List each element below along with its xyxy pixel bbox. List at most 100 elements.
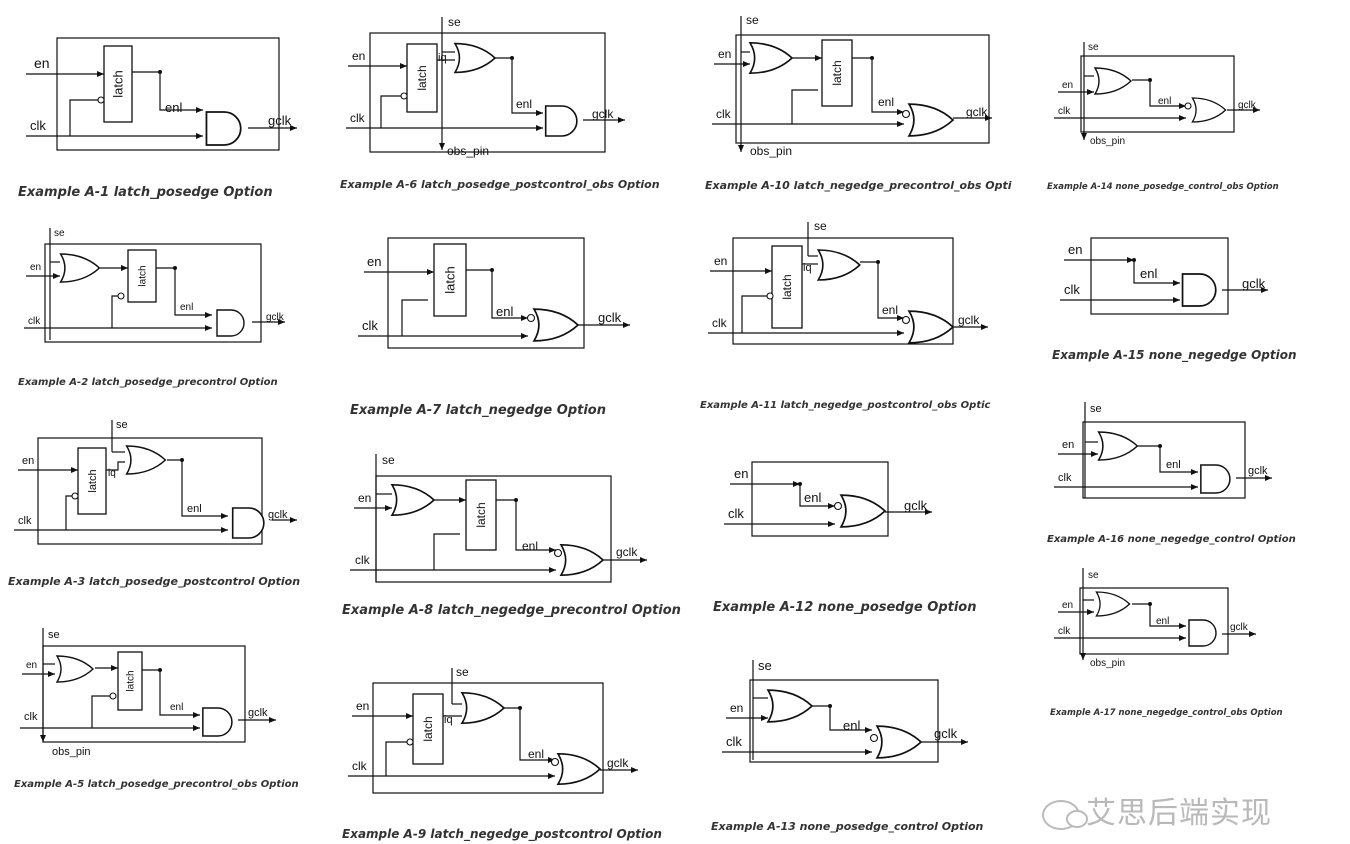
- se-label: se: [758, 658, 772, 673]
- latch-label: latch: [474, 502, 488, 527]
- latch-block: [103, 45, 133, 123]
- en-label: en: [1062, 80, 1073, 91]
- gclk-label: gclk: [248, 707, 268, 719]
- en-label: en: [730, 701, 743, 715]
- latch-block: [412, 693, 444, 765]
- module-box: [387, 237, 585, 349]
- latch-block: [127, 249, 157, 303]
- module-box: [1079, 587, 1229, 655]
- caption-a7: Example A-7 latch_negedge Option: [350, 403, 606, 418]
- module-box: [1080, 55, 1235, 133]
- clk-label: clk: [30, 118, 46, 133]
- en-label: en: [356, 699, 369, 713]
- se-label: se: [1088, 570, 1099, 581]
- or-gate: [1094, 67, 1132, 95]
- and-gate: [1181, 273, 1217, 307]
- clk-label: clk: [355, 553, 371, 567]
- latch-label: latch: [138, 265, 149, 286]
- gclk-label: gclk: [1242, 276, 1266, 291]
- latch-label: latch: [415, 65, 429, 90]
- caption-a17: Example A-17 none_negedge_control_obs Op…: [1050, 708, 1283, 718]
- or-gate: [1191, 97, 1227, 123]
- gclk-label: gclk: [958, 313, 980, 327]
- or-gate: [461, 691, 505, 725]
- latch-block: [406, 43, 438, 113]
- module-box: [369, 32, 606, 153]
- enl-label: enl: [187, 503, 202, 515]
- module-box: [735, 34, 990, 144]
- caption-a14: Example A-14 none_posedge_control_obs Op…: [1047, 182, 1279, 192]
- latch-label: latch: [421, 716, 435, 741]
- module-box: [751, 461, 889, 537]
- en-label: en: [22, 455, 34, 467]
- or-gate: [749, 41, 793, 75]
- iq-label: iq: [803, 262, 812, 274]
- clk-label: clk: [716, 107, 732, 121]
- module-box: [37, 437, 263, 545]
- latch-label: latch: [126, 670, 137, 691]
- se-label: se: [54, 228, 65, 239]
- en-label: en: [1062, 600, 1073, 611]
- module-box: [372, 682, 604, 794]
- latch-block: [117, 651, 143, 711]
- caption-a10: Example A-10 latch_negedge_precontrol_ob…: [705, 179, 1012, 192]
- module-box: [44, 243, 262, 343]
- en-label: en: [30, 262, 41, 273]
- caption-a5: Example A-5 latch_posedge_precontrol_obs…: [14, 779, 299, 790]
- enl-label: enl: [878, 95, 894, 109]
- or-gate: [840, 494, 886, 528]
- enl-label: enl: [804, 490, 821, 505]
- and-gate: [1188, 619, 1217, 647]
- latch-block: [821, 39, 853, 107]
- clk-label: clk: [1058, 626, 1071, 637]
- en-label: en: [1062, 439, 1074, 451]
- latch-block: [771, 245, 803, 329]
- or-gate: [454, 42, 496, 74]
- iq-label: iq: [438, 52, 447, 64]
- obs_pin-label: obs_pin: [1090, 136, 1125, 147]
- se-label: se: [814, 219, 827, 233]
- gclk-label: gclk: [592, 107, 614, 121]
- gclk-label: gclk: [266, 312, 285, 323]
- iq-label: iq: [444, 714, 453, 726]
- latch-label: latch: [111, 70, 126, 97]
- clk-label: clk: [728, 506, 744, 521]
- enl-label: enl: [1158, 96, 1171, 107]
- or-gate: [1097, 431, 1139, 461]
- se-label: se: [746, 13, 759, 27]
- gclk-label: gclk: [268, 113, 292, 128]
- gclk-label: gclk: [934, 726, 958, 741]
- or-gate: [876, 725, 922, 759]
- caption-a1: Example A-1 latch_posedge Option: [18, 185, 273, 200]
- wechat-icon: [1042, 799, 1088, 830]
- caption-a11: Example A-11 latch_negedge_postcontrol_o…: [700, 400, 991, 411]
- caption-a2: Example A-2 latch_posedge_precontrol Opt…: [18, 377, 278, 388]
- caption-a16: Example A-16 none_negedge_control Option: [1047, 534, 1296, 545]
- se-label: se: [48, 629, 60, 641]
- enl-label: enl: [528, 747, 544, 761]
- gclk-label: gclk: [904, 498, 928, 513]
- or-gate: [533, 308, 579, 342]
- enl-label: enl: [180, 302, 193, 313]
- gclk-label: gclk: [268, 509, 288, 521]
- and-gate: [216, 309, 245, 337]
- enl-label: enl: [165, 100, 182, 115]
- en-label: en: [734, 466, 748, 481]
- module-box: [1090, 237, 1229, 315]
- or-gate: [908, 310, 954, 344]
- latch-label: latch: [443, 266, 458, 293]
- en-label: en: [358, 491, 371, 505]
- se-label: se: [1088, 42, 1099, 53]
- en-label: en: [718, 47, 731, 61]
- clk-label: clk: [18, 515, 32, 527]
- caption-a3: Example A-3 latch_posedge_postcontrol Op…: [8, 575, 300, 588]
- latch-block: [465, 479, 497, 551]
